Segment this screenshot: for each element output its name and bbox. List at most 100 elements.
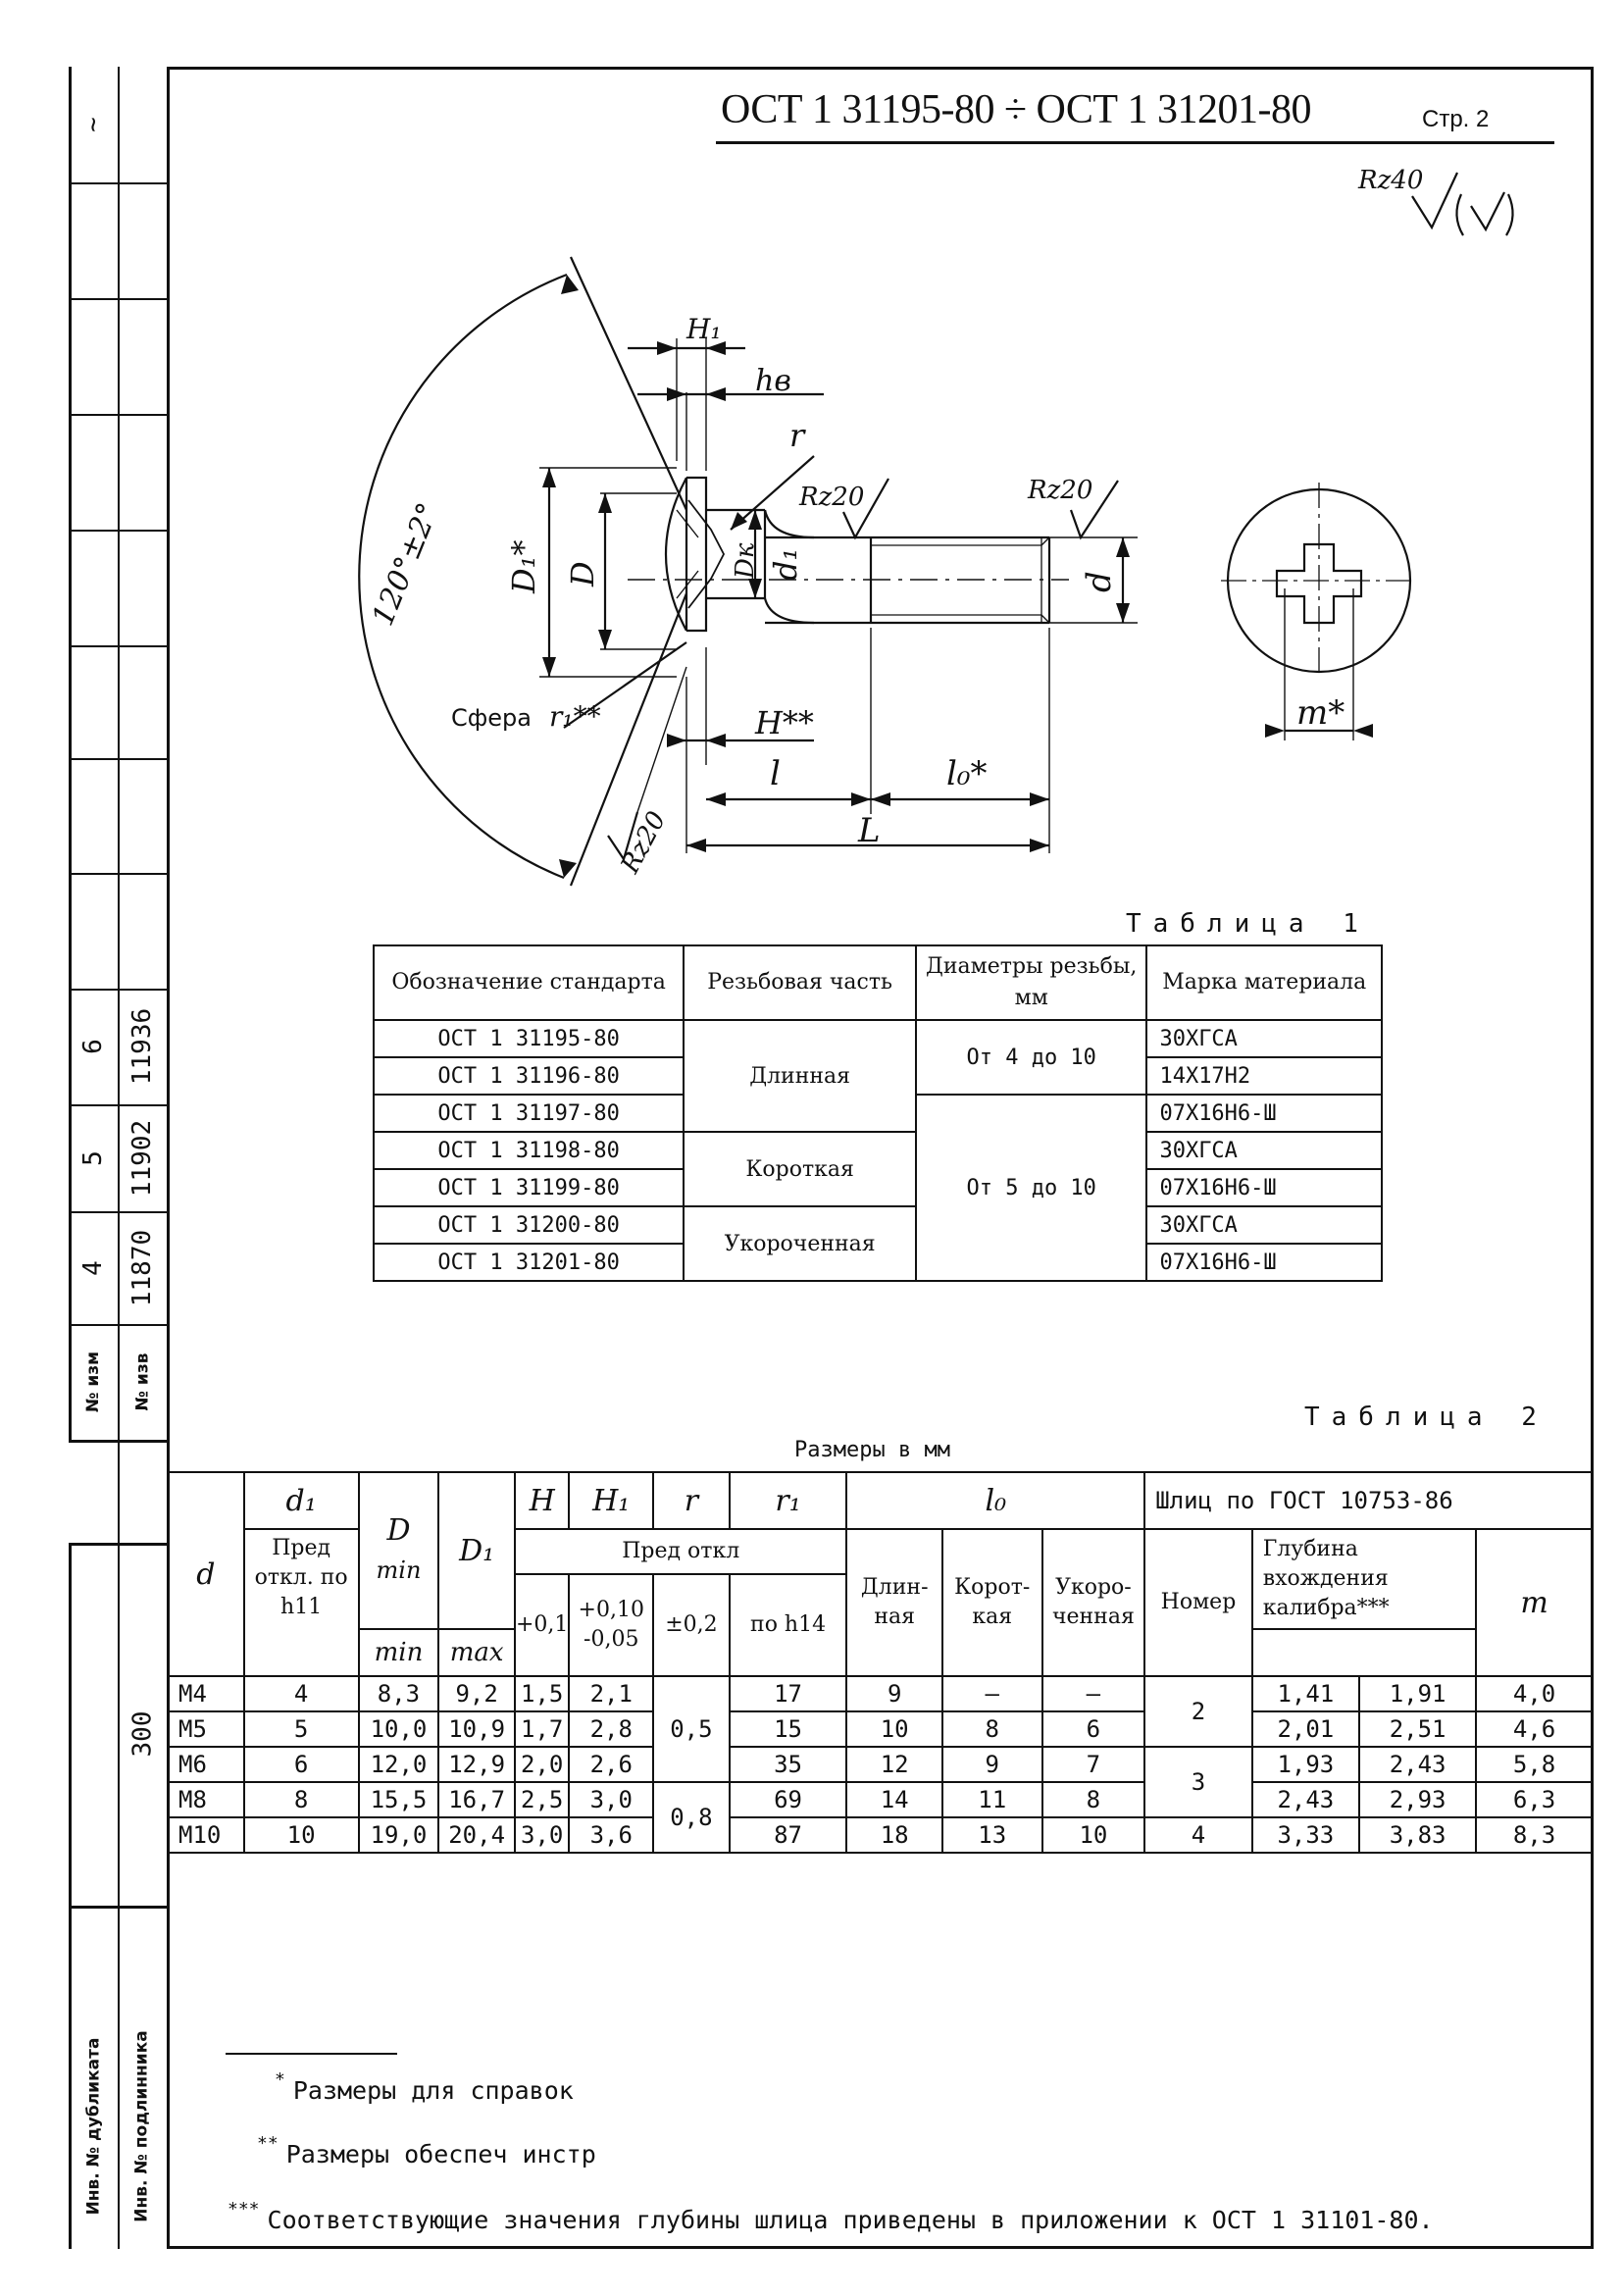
change-no-label: № изм bbox=[83, 1351, 103, 1413]
cell-slot-number: 3 bbox=[1143, 1746, 1253, 1818]
table1-header-material: Марка материала bbox=[1145, 944, 1383, 1021]
cell-d1: 4 bbox=[242, 1675, 360, 1712]
cell-H: 1,7 bbox=[513, 1710, 571, 1748]
table2-caption: Таблица 2 bbox=[1304, 1403, 1548, 1432]
cell-depth-max: 2,93 bbox=[1358, 1781, 1478, 1818]
footnote-1: *Размеры для справок bbox=[275, 2069, 574, 2105]
table-row: ОСТ 1 31195-80 Длинная От 4 до 10 30ХГСА bbox=[372, 1019, 1383, 1133]
table1-material: 30ХГСА bbox=[1145, 1131, 1383, 1170]
Dk-label: Dк bbox=[731, 542, 760, 580]
cell-H: 2,5 bbox=[513, 1781, 571, 1818]
cell-H1: 2,6 bbox=[568, 1746, 655, 1783]
table1: Обозначение стандарта Резьбовая часть Ди… bbox=[372, 944, 1383, 1282]
cell-depth-min: 3,33 bbox=[1250, 1816, 1361, 1854]
table-row: M6 6 12,0 12,9 2,0 2,6 35 12 9 7 3 1,93 … bbox=[167, 1746, 1594, 1818]
angle-line-top bbox=[569, 256, 688, 511]
m-label: m* bbox=[1296, 693, 1345, 733]
cell-r1: 87 bbox=[728, 1816, 848, 1854]
change-number-6: 6 bbox=[78, 1039, 108, 1054]
angle-label: 120°±2° bbox=[366, 498, 446, 631]
cell-slot-number: 2 bbox=[1143, 1675, 1253, 1748]
cell-r1: 15 bbox=[728, 1710, 848, 1748]
stub-line bbox=[69, 1543, 72, 2249]
stub-line bbox=[118, 67, 120, 2249]
notice-no-label: № изв bbox=[132, 1352, 153, 1411]
table2-header-slot: Шлиц по ГОСТ 10753-86 bbox=[1143, 1471, 1594, 1530]
cell-D1: 20,4 bbox=[437, 1816, 516, 1854]
cell-l0-long: 14 bbox=[845, 1781, 943, 1818]
table2-header-depth-max: max bbox=[437, 1628, 516, 1677]
table1-std: ОСТ 1 31199-80 bbox=[372, 1168, 685, 1207]
H1-label: H₁ bbox=[685, 313, 722, 345]
stub-line bbox=[69, 414, 167, 416]
cell-H: 3,0 bbox=[513, 1816, 571, 1854]
cell-l0-shortened: – bbox=[1040, 1675, 1146, 1712]
rz20-mark-a bbox=[842, 478, 889, 540]
table2-header-r: r bbox=[652, 1471, 731, 1530]
cell-D1: 10,9 bbox=[437, 1710, 516, 1748]
hb-label: hв bbox=[755, 364, 791, 398]
cell-r: 0,8 bbox=[652, 1781, 731, 1854]
table1-std: ОСТ 1 31200-80 bbox=[372, 1205, 685, 1245]
table1-material: 07Х16Н6-Ш bbox=[1145, 1168, 1383, 1207]
cell-d: M10 bbox=[167, 1816, 245, 1854]
cell-depth-max: 2,51 bbox=[1358, 1710, 1478, 1748]
cell-l0-shortened: 8 bbox=[1040, 1781, 1146, 1818]
footnote-rule bbox=[226, 2053, 397, 2055]
footnote-2: **Размеры обеспеч инстр bbox=[257, 2133, 596, 2168]
cell-m: 6,3 bbox=[1475, 1781, 1594, 1818]
table1-thread-shortened: Укороченная bbox=[683, 1205, 917, 1282]
table-row: ОСТ 1 31198-80 Короткая 30ХГСА bbox=[372, 1131, 1383, 1207]
cell-depth-min: 2,43 bbox=[1250, 1781, 1361, 1818]
sphere-leader bbox=[563, 641, 687, 729]
table2-header-r1-tol: по h14 bbox=[728, 1573, 848, 1677]
screw-drawing: Rz40 120°±2° Сфера r₁** H₁ hв r Rz20 Rz2… bbox=[358, 166, 1514, 887]
rz20-mark-b bbox=[1069, 480, 1119, 540]
cell-l0-long: 9 bbox=[845, 1675, 943, 1712]
table1-material: 14Х17Н2 bbox=[1145, 1056, 1383, 1096]
stub-line bbox=[69, 182, 167, 184]
table1-material: 30ХГСА bbox=[1145, 1205, 1383, 1245]
rz20-label-a: Rz20 bbox=[798, 483, 864, 512]
stub-line bbox=[69, 530, 167, 532]
table2-header-tol-row: Пред откл bbox=[513, 1528, 848, 1575]
table-row: M8 8 15,5 16,7 2,5 3,0 0,8 69 14 11 8 2,… bbox=[167, 1781, 1594, 1854]
cell-D1: 9,2 bbox=[437, 1675, 516, 1712]
table2-header-l0-short: Корот-кая bbox=[940, 1528, 1043, 1677]
angle-line-bottom bbox=[569, 592, 688, 887]
table1-material: 07Х16Н6-Ш bbox=[1145, 1094, 1383, 1133]
margin-stub: ~ 6 11936 5 11902 4 11870 № изм № изв 30… bbox=[69, 67, 167, 2249]
d1-label: d₁ bbox=[767, 548, 804, 581]
table2-header-d: d bbox=[167, 1471, 245, 1677]
D1-label: D₁* bbox=[505, 540, 542, 594]
L-label: L bbox=[857, 811, 881, 850]
notice-number-11902: 11902 bbox=[127, 1119, 157, 1197]
r-label: r bbox=[789, 417, 806, 454]
table-row: ОСТ 1 31196-80 14Х17Н2 bbox=[372, 1056, 1383, 1096]
table2-header-r1: r₁ bbox=[728, 1471, 848, 1530]
table2-header-D1: D₁ bbox=[437, 1471, 516, 1630]
dup-inventory-label: Инв. № дубликата bbox=[83, 2037, 104, 2216]
table1-dia-range-1: От 4 до 10 bbox=[914, 1019, 1148, 1096]
change-number-5: 5 bbox=[78, 1149, 108, 1166]
table1-header-row: Обозначение стандарта Резьбовая часть Ди… bbox=[372, 944, 1383, 1021]
table2-header-l0-shortened: Укоро-ченная bbox=[1040, 1528, 1146, 1677]
table-row: M4 4 8,3 9,2 1,5 2,1 0,5 17 9 – – 2 1,41… bbox=[167, 1675, 1594, 1783]
table1-header-diameter: Диаметры резьбы, мм bbox=[914, 944, 1148, 1021]
cell-m: 4,0 bbox=[1475, 1675, 1594, 1712]
table1-thread-long: Длинная bbox=[683, 1019, 917, 1133]
table2: d d₁ D min D₁ H H₁ r r₁ l₀ Шлиц по ГОСТ … bbox=[167, 1471, 1594, 1854]
cell-d: M5 bbox=[167, 1710, 245, 1748]
table2-header-d1-tol: Пред откл. по h11 bbox=[242, 1528, 360, 1677]
document-designation: ОСТ 1 31195-80 ÷ ОСТ 1 31201-80 bbox=[721, 87, 1312, 132]
table2-header-H1: H₁ bbox=[568, 1471, 655, 1530]
rz20-label-c: Rz20 bbox=[615, 807, 672, 880]
table2-header-row-3: +0,1 +0,10 -0,05 ±0,2 по h14 bbox=[168, 1573, 1593, 1677]
cell-l0-shortened: 6 bbox=[1040, 1710, 1146, 1748]
cell-l0-short: 11 bbox=[940, 1781, 1043, 1818]
cell-depth-min: 2,01 bbox=[1250, 1710, 1361, 1748]
table-row: ОСТ 1 31200-80 Укороченная 30ХГСА bbox=[372, 1205, 1383, 1282]
table2-header-row-1: d d₁ D min D₁ H H₁ r r₁ l₀ Шлиц по ГОСТ … bbox=[167, 1471, 1594, 1677]
table1-material: 07Х16Н6-Ш bbox=[1145, 1243, 1383, 1282]
stub-line bbox=[69, 298, 167, 300]
